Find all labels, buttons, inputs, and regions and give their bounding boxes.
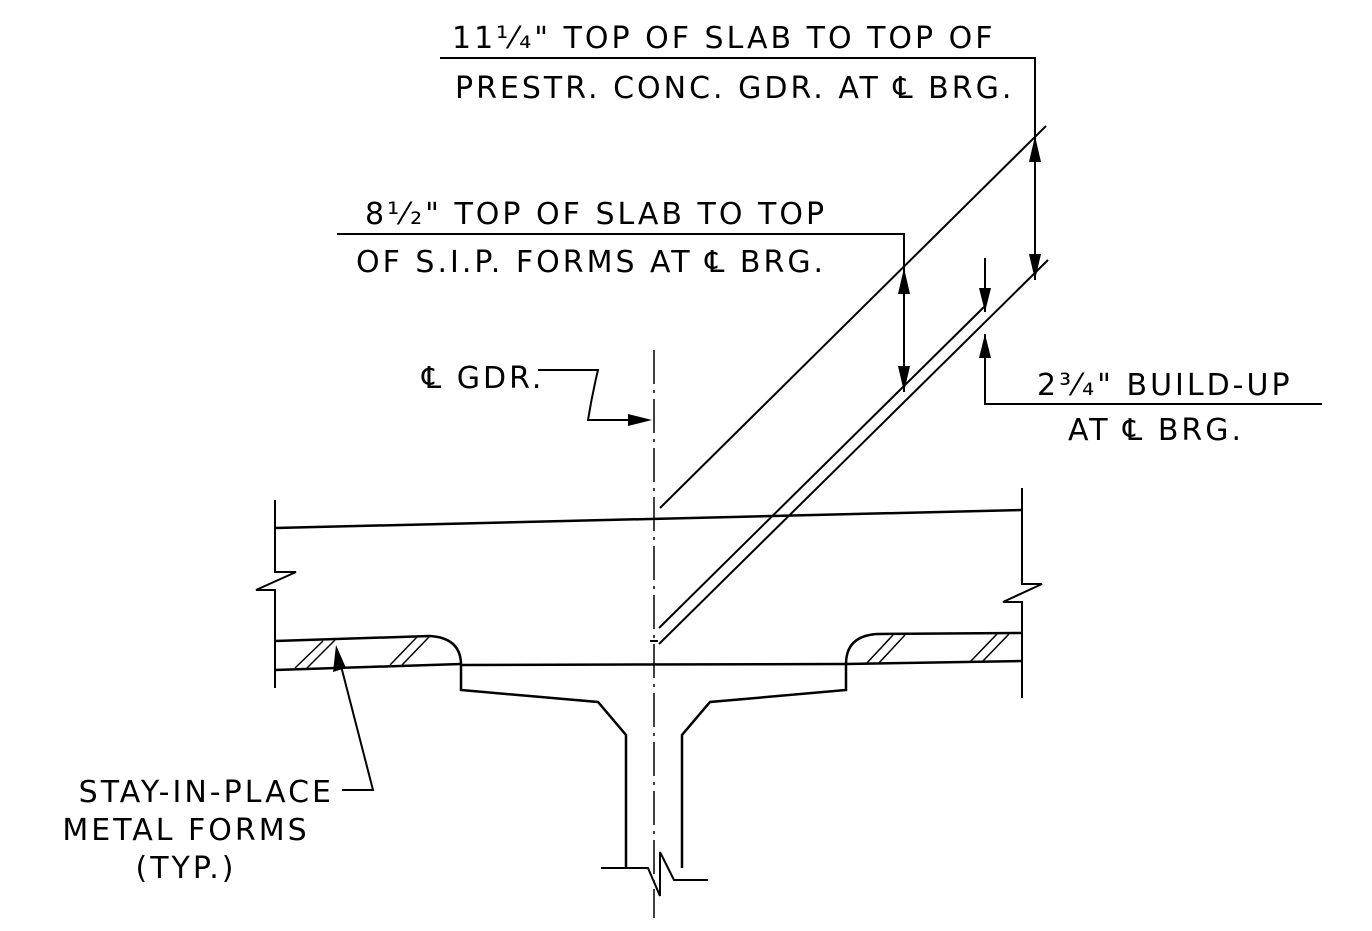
build-up-label-line2: AT ℄ BRG. xyxy=(1068,413,1244,448)
right-stay-in-place-form xyxy=(844,631,1023,666)
girder-centerline-callout: ℄ GDR. xyxy=(421,361,652,426)
left-form-bottom-line xyxy=(274,662,462,672)
centerline-leader xyxy=(538,369,630,421)
slab-to-girder-label-line2: PRESTR. CONC. GDR. AT ℄ BRG. xyxy=(455,71,1014,106)
slab-left-break-line xyxy=(255,500,297,688)
dimension-slab-to-forms: 8¹⁄₂" TOP OF SLAB TO TOP OF S.I.P. FORMS… xyxy=(337,197,910,392)
slab-to-girder-label-line1: 11¹⁄₄" TOP OF SLAB TO TOP OF xyxy=(452,21,996,56)
girder-left-outline xyxy=(459,665,628,868)
slab-right-break-line xyxy=(1002,488,1043,698)
slab-top-line xyxy=(274,508,1023,530)
arrowhead-right xyxy=(628,414,652,426)
slab-to-forms-label-line1: 8¹⁄₂" TOP OF SLAB TO TOP xyxy=(365,197,827,232)
leader-slab-to-forms xyxy=(337,233,905,268)
arrowhead-up xyxy=(333,645,346,672)
girder-right-outline xyxy=(680,664,848,868)
arrowhead-up xyxy=(898,268,910,294)
arrowhead-down xyxy=(898,366,910,392)
forms-leader xyxy=(339,661,375,791)
girder-centerline-label: ℄ GDR. xyxy=(421,361,544,396)
top-of-slab-extension xyxy=(659,125,1047,509)
leader-slab-to-girder xyxy=(440,57,1036,136)
left-form-top-line xyxy=(274,634,463,666)
forms-callout: STAY-IN-PLACE METAL FORMS (TYP.) xyxy=(62,645,375,886)
forms-label-line2: METAL FORMS xyxy=(62,813,309,848)
girder-break-line xyxy=(601,851,708,897)
arrowhead-up xyxy=(1029,136,1041,162)
forms-label-line3: (TYP.) xyxy=(135,851,236,886)
top-of-forms-extension xyxy=(658,305,986,629)
top-of-girder-extension xyxy=(658,259,1049,645)
arrowhead-down xyxy=(1029,254,1041,280)
build-up-label-line1: 2³⁄₄" BUILD-UP xyxy=(1037,368,1293,403)
arrowhead-up xyxy=(979,334,991,358)
slab-to-forms-label-line2: OF S.I.P. FORMS AT ℄ BRG. xyxy=(356,245,826,280)
right-form-bottom-line xyxy=(845,659,1023,666)
arrowhead-down xyxy=(979,288,991,312)
prestressed-girder xyxy=(459,664,848,897)
diagonal-extension-lines xyxy=(658,125,1049,645)
forms-label-line1: STAY-IN-PLACE xyxy=(79,775,334,810)
dimension-slab-to-girder: 11¹⁄₄" TOP OF SLAB TO TOP OF PRESTR. CON… xyxy=(440,21,1041,280)
dimension-build-up: 2³⁄₄" BUILD-UP AT ℄ BRG. xyxy=(979,258,1322,448)
right-form-top-line xyxy=(844,631,1023,665)
deck-slab xyxy=(255,488,1043,698)
left-stay-in-place-form xyxy=(274,634,463,672)
